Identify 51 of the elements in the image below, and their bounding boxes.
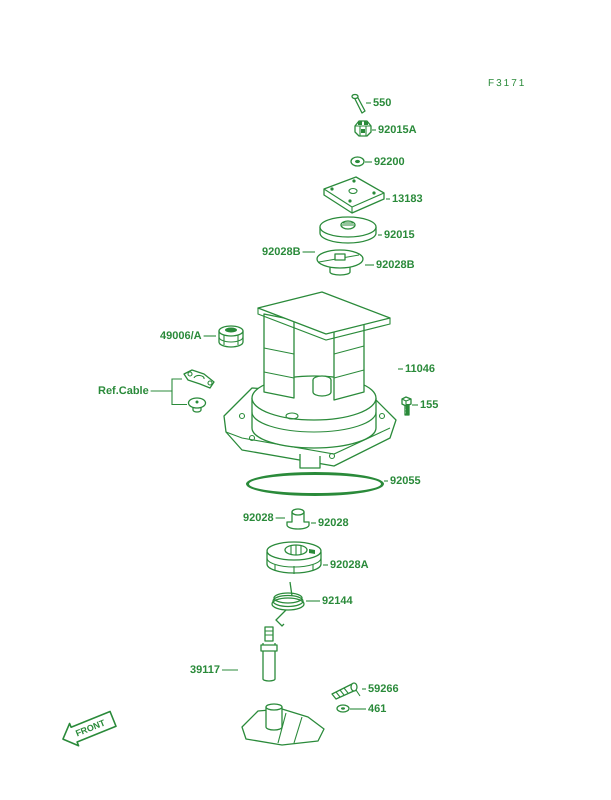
leader-line — [302, 251, 315, 253]
leader-line — [365, 264, 374, 266]
part-number: 92015A — [378, 124, 417, 136]
part-number: 92028B — [262, 246, 301, 258]
part-number: 92028B — [376, 259, 415, 271]
part-number: 13183 — [392, 193, 423, 205]
leader-line — [366, 102, 371, 104]
leader-line — [378, 234, 382, 236]
o-ring — [246, 472, 384, 496]
leader-line — [386, 198, 390, 200]
part-number: 92028 — [318, 517, 349, 529]
bushing-drawing — [285, 507, 311, 531]
part-number: 461 — [368, 703, 386, 715]
disk-drawing — [318, 215, 378, 246]
collar-drawing — [265, 540, 323, 575]
spring-drawing — [270, 580, 306, 628]
part-number: 39117 — [190, 664, 220, 676]
leader-line — [323, 564, 328, 566]
leader-line — [412, 404, 418, 406]
part-number: 92144 — [322, 595, 353, 607]
nut-drawing — [354, 120, 372, 137]
leader-line — [276, 517, 285, 519]
leader-line — [362, 688, 366, 690]
leader-line — [311, 522, 316, 524]
leader-line — [350, 708, 366, 710]
grommet-drawing — [187, 396, 207, 413]
leader-line — [365, 161, 372, 163]
fitting-drawing — [330, 680, 362, 700]
pin-drawing — [350, 94, 366, 114]
part-number: 92200 — [374, 156, 405, 168]
part-number: 49006/A — [160, 330, 202, 342]
part-number: 92055 — [390, 475, 421, 487]
leader-line — [222, 669, 238, 671]
part-number: 550 — [373, 97, 392, 109]
leader-line — [204, 335, 216, 337]
part-number: Ref.Cable — [98, 385, 149, 397]
leader-line — [398, 368, 403, 370]
bolt-drawing — [401, 396, 412, 416]
part-number: 11046 — [405, 363, 435, 375]
cable-plate-drawing — [182, 368, 216, 390]
part-number: 92028 — [243, 512, 274, 524]
leader-line — [384, 480, 388, 482]
washer-drawing — [350, 156, 365, 167]
part-number: 155 — [420, 399, 438, 411]
washer-drawing — [336, 704, 350, 713]
part-number: 92015 — [384, 229, 415, 241]
leader-line — [150, 390, 187, 406]
part-number: 59266 — [368, 683, 399, 695]
figure-code: F3171 — [488, 77, 526, 91]
part-number: 92028A — [330, 559, 369, 571]
leader-line — [306, 600, 320, 602]
